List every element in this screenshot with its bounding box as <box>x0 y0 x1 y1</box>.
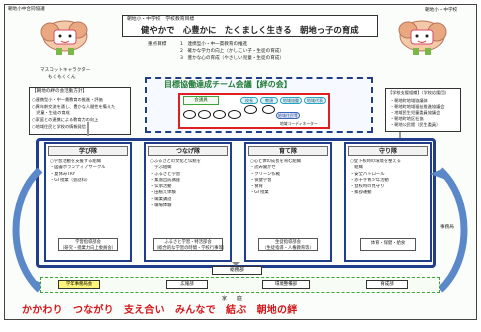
policy-item: ○家庭との連携による教育力の向上 <box>32 117 99 122</box>
column-item: ・挨拶運動 <box>350 190 372 196</box>
column-item: ○学習活動を支援する組織 <box>50 159 102 164</box>
school-goal-box: 朝地小・中学校 学校教育目標 健やかで 心豊かに たくましく生きる 朝地っ子の育… <box>122 15 378 37</box>
bottom-box-grade: 学年事務局会 <box>58 280 100 289</box>
focus-item-3: 3 豊かな心の育成（やさしい児童・生徒の育成） <box>180 56 284 61</box>
column-item: ・安全パトロール <box>350 171 385 177</box>
support-item: ・朝地公民館（民生委員） <box>390 122 441 127</box>
home-label: 家 庭 <box>222 296 243 302</box>
support-item: ・地域民生児童委員協議会 <box>390 110 441 115</box>
support-panel: 【学校支援組織】（学校応援団） ・朝地町地域協議体 ・朝地町地域福祉推進協議会 … <box>385 88 461 132</box>
column-item: ・田植え体験 <box>150 190 176 196</box>
column-head: 守り隊 <box>348 146 428 156</box>
bottom-box-pr: 広報部 <box>166 280 208 289</box>
member-icon <box>262 105 275 114</box>
policy-item: ○連携型小・中一貫教育の推進・評価 <box>32 97 103 102</box>
bottom-box-training: 育成部 <box>366 280 408 289</box>
column-item: 組織 <box>350 165 363 171</box>
column-item: ○ふるさとの文化と伝統を <box>150 159 201 164</box>
council-pill: 教頭 <box>260 97 278 104</box>
motto: かかわり つながり 支え合い みんなで 結ぶ 朝地の絆 <box>22 305 298 316</box>
policy-panel: 【朝地の絆の会活動方針】 ○連携型小・中一貫教育の推進・評価 ○異年齢交流を通し… <box>29 87 131 135</box>
support-item: ・朝地町地域協議体 <box>390 98 428 103</box>
column-item: ・食育 <box>250 184 263 190</box>
column-item: ・クリーン作戦 <box>250 171 280 177</box>
council-pill: 校長 <box>240 97 258 104</box>
goal-subtitle: 朝地小・中学校 学校教育目標 <box>127 17 195 22</box>
column-items: ○心と体の成長を育む組織 ・読み聞かせ ・クリーン作戦 ・保健学習 ・食育 ・G… <box>250 159 330 197</box>
column-item: ・GT授業（会話科） <box>50 177 91 183</box>
column-item: ・保健学習 <box>250 177 272 183</box>
policy-item: ○異年齢交流を通し、豊かな人間性を備えた <box>32 104 116 109</box>
coordinator-label: 地域コーディネーター <box>280 121 318 126</box>
mascot-illustration-right <box>398 20 447 55</box>
column-head: つなげ隊 <box>148 146 228 156</box>
column-foot: 学習指導部会 （研究・授業力向上委員会） <box>58 238 118 251</box>
policy-item: ○地域住民と学校の情報発信 <box>32 124 86 129</box>
column-head: 学び隊 <box>48 146 128 156</box>
general-affairs-box: 総務部 <box>212 266 262 275</box>
column-item: ・夏休みTRY <box>50 171 76 177</box>
column-item: 学ぶ組織 <box>150 165 172 171</box>
policy-title: 【朝地の絆の会活動方針】 <box>32 89 88 94</box>
column-item: ・集落出前講座 <box>150 177 181 183</box>
column-item: ○登下校時の環境を整える <box>350 159 401 164</box>
member-icon <box>213 110 226 119</box>
column-item: ・赤十字青少年活動 <box>350 177 389 183</box>
member-icon <box>244 105 257 114</box>
support-item: ・朝地町地区社協 <box>390 116 424 121</box>
column-item: ・伝承活動 <box>150 184 172 190</box>
column-items: ○登下校時の環境を整える 組織 ・安全パトロール ・赤十字青少年活動 ・登校時の… <box>350 159 430 197</box>
support-item: ・朝地町地域福祉推進協議会 <box>390 104 445 109</box>
column-item: ・図書ボランティアサークル <box>50 165 106 171</box>
column-item: ・ふるさと学習 <box>150 171 181 177</box>
column-item: ・職場体験 <box>150 203 172 209</box>
column-head: 育て隊 <box>248 146 328 156</box>
council-members-label: 会議員 <box>183 96 219 105</box>
header-left-tag: 朝地小中合同協議 <box>8 7 45 12</box>
focus-label: 重点目標 <box>148 42 167 47</box>
mascot-illustration-left <box>40 20 88 55</box>
member-icon <box>198 110 211 119</box>
column-items: ○ふるさとの文化と伝統を 学ぶ組織 ・ふるさと学習 ・集落出前講座 ・伝承活動 … <box>150 159 230 209</box>
member-icon <box>228 110 241 119</box>
focus-item-2: 2 確かな学力の向上（かしこい子・生徒の育成） <box>180 49 284 54</box>
support-title: 【学校支援組織】（学校応援団） <box>388 90 449 95</box>
mascot-name: もくもくくん <box>48 75 76 80</box>
council-pill: 地域協働 <box>280 97 302 104</box>
pta-frame <box>40 277 440 293</box>
header-right-tag: 朝地小・中学校 <box>425 8 458 13</box>
column-foot: ふるさと学習・特活部会 （総合的な学習の時間・学校行事等） <box>153 238 228 251</box>
council-title: 目標協働達成チーム会議【絆の会】 <box>164 80 292 89</box>
focus-item-1: 1 連携型小・中一貫教育の推進 <box>180 42 248 47</box>
mascot-label: マスコットキャラクター <box>40 68 91 73</box>
policy-item: 児童・生徒の育成 <box>32 110 70 115</box>
column-item: ・GT授業 <box>250 190 269 196</box>
secretariat-label: 事務局 <box>440 225 454 230</box>
column-foot: 体育・保健・給食 <box>360 238 416 251</box>
general-affairs-label: 総務部 <box>230 268 244 273</box>
column-item: ・職業講話 <box>150 196 172 202</box>
council-pill: 地域代表 <box>304 97 326 104</box>
column-item: ・読み聞かせ <box>250 165 276 171</box>
column-mamori: 守り隊 ○登下校時の環境を整える 組織 ・安全パトロール ・赤十字青少年活動 ・… <box>344 142 432 262</box>
column-item: ○心と体の成長を育む組織 <box>250 159 302 164</box>
bottom-box-environment: 環境整備部 <box>262 280 310 289</box>
member-icon <box>183 110 196 119</box>
column-foot: 生徒指導部会 （生徒指導・人権教育等） <box>258 238 318 251</box>
column-item: ・登校時の見守り <box>350 184 385 190</box>
column-items: ○学習活動を支援する組織 ・図書ボランティアサークル ・夏休みTRY ・GT授業… <box>50 159 130 184</box>
council-extra-pill: 地域住民等 <box>276 112 300 119</box>
school-goal: 健やかで 心豊かに たくましく生きる 朝地っ子の育成 <box>141 25 359 35</box>
